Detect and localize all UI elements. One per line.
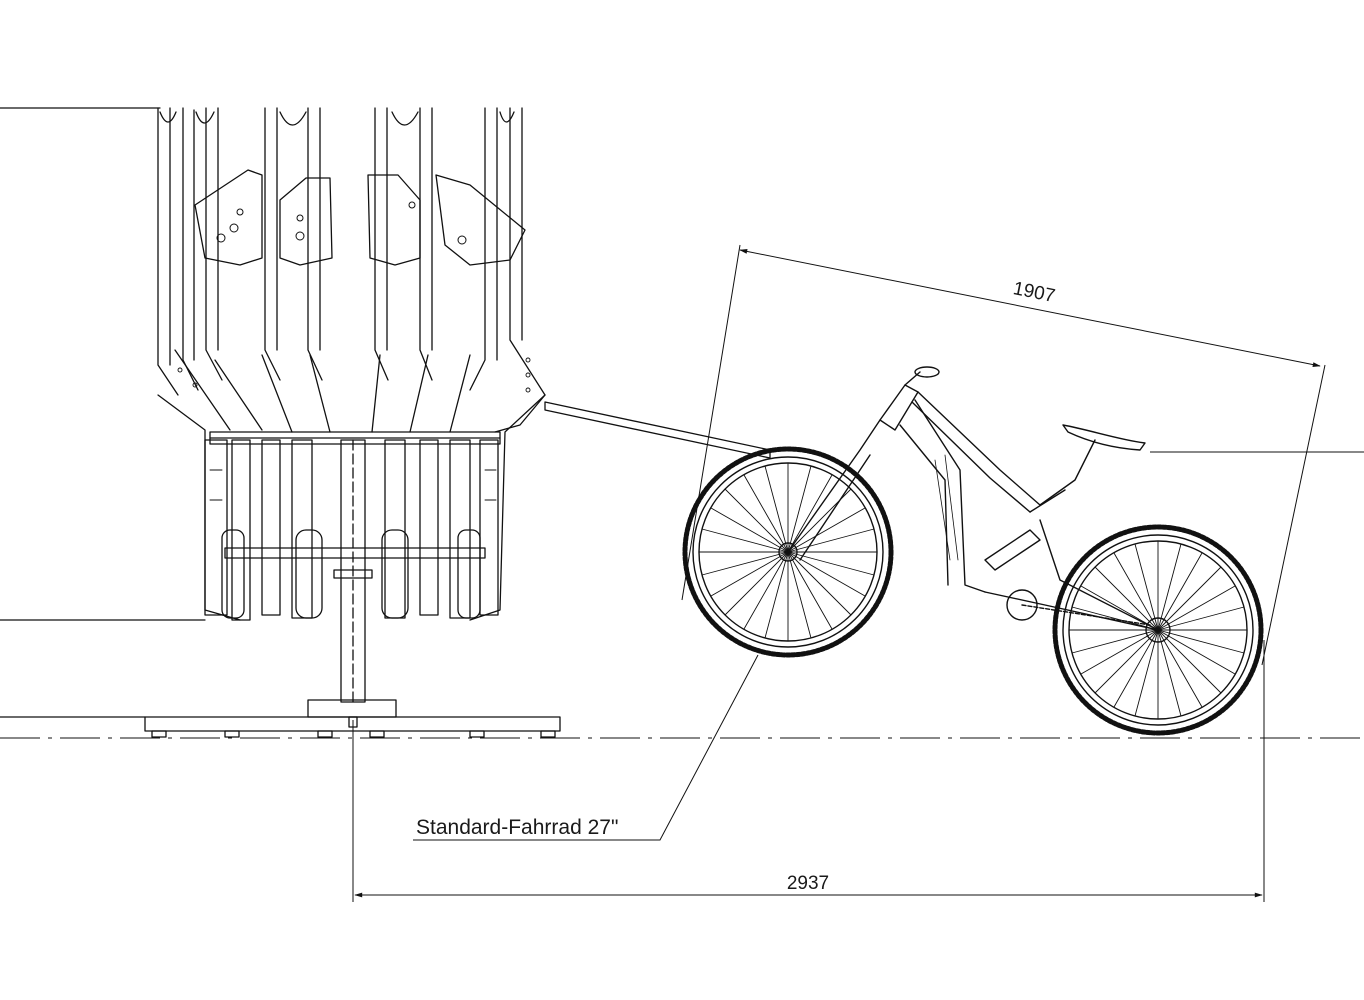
- rack-bracket-plates: [194, 169, 526, 266]
- callout-standard-bike: Standard-Fahrrad 27": [413, 654, 759, 841]
- bike-frame: [787, 366, 1159, 631]
- front-wheel: [682, 446, 894, 658]
- rear-wheel: [1052, 524, 1264, 736]
- dimension-label-bike-length: 1907: [1011, 278, 1057, 307]
- dimension-bike-length: 1907: [681, 244, 1326, 666]
- rack-hooks: [159, 111, 515, 126]
- chainring: [1006, 589, 1038, 621]
- bicycle: [682, 366, 1264, 736]
- left-reference-lines: [0, 107, 206, 718]
- rack-swing-arm: [544, 401, 771, 459]
- dimension-label-total-length: 2937: [787, 873, 829, 894]
- rack-lower-flare: [157, 349, 546, 621]
- rack-feet: [151, 730, 556, 738]
- saddle: [1062, 424, 1146, 451]
- rack-lower-columns: [204, 439, 499, 621]
- callout-label: Standard-Fahrrad 27": [416, 816, 618, 839]
- bike-carousel-rack: [144, 107, 771, 738]
- dimension-total-length: 2937: [352, 640, 1265, 902]
- rack-upper-arms: [157, 107, 546, 433]
- rack-slot-details: [177, 357, 531, 501]
- rack-tire-holders: [221, 529, 481, 619]
- rack-bracket-holes: [216, 201, 467, 245]
